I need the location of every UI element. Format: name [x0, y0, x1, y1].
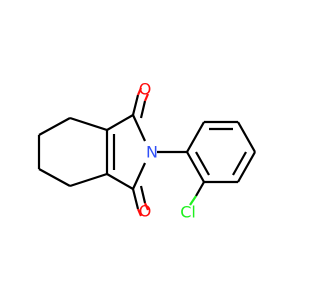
chlorine-label: Cl [180, 203, 196, 222]
bond [139, 100, 147, 119]
bond [186, 151, 205, 183]
bond [237, 151, 256, 183]
bond [131, 188, 140, 210]
bond [136, 208, 143, 217]
bond [195, 151, 210, 176]
molecule-structure: O O N Cl [0, 0, 300, 300]
bond [38, 168, 71, 187]
bond [106, 173, 134, 190]
bond [132, 162, 146, 190]
bond [189, 195, 197, 206]
bond [139, 185, 147, 204]
molecule-canvas: O O N Cl [0, 0, 300, 300]
bond [136, 87, 143, 96]
bond [69, 116, 108, 132]
oxygen-label: O [139, 80, 152, 99]
bond [143, 93, 150, 102]
bond [38, 117, 71, 136]
background [0, 0, 300, 300]
bond [132, 114, 146, 142]
bond [106, 114, 134, 131]
bond [131, 94, 140, 116]
bond [186, 121, 205, 153]
bond [195, 181, 205, 197]
nitrogen-label: N [146, 143, 158, 162]
bond [69, 172, 108, 188]
oxygen-label: O [139, 202, 152, 221]
bond [237, 121, 256, 153]
bond [143, 202, 150, 211]
bond [232, 151, 247, 176]
